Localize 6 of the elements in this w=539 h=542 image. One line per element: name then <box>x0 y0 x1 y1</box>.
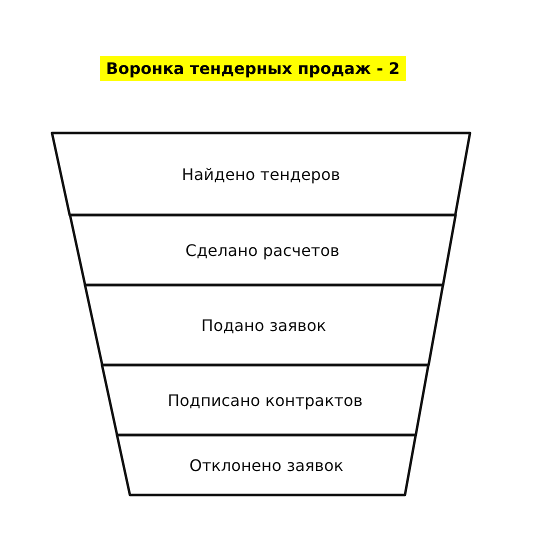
band-label: Подано заявок <box>201 316 326 334</box>
band-label: Найдено тендеров <box>182 164 340 184</box>
band-label: Подписано контрактов <box>168 390 363 410</box>
band-label: Сделано расчетов <box>185 240 340 260</box>
title: Воронка тендерных продаж - 2 <box>100 56 406 81</box>
band-label: Отклонено заявок <box>189 456 344 474</box>
